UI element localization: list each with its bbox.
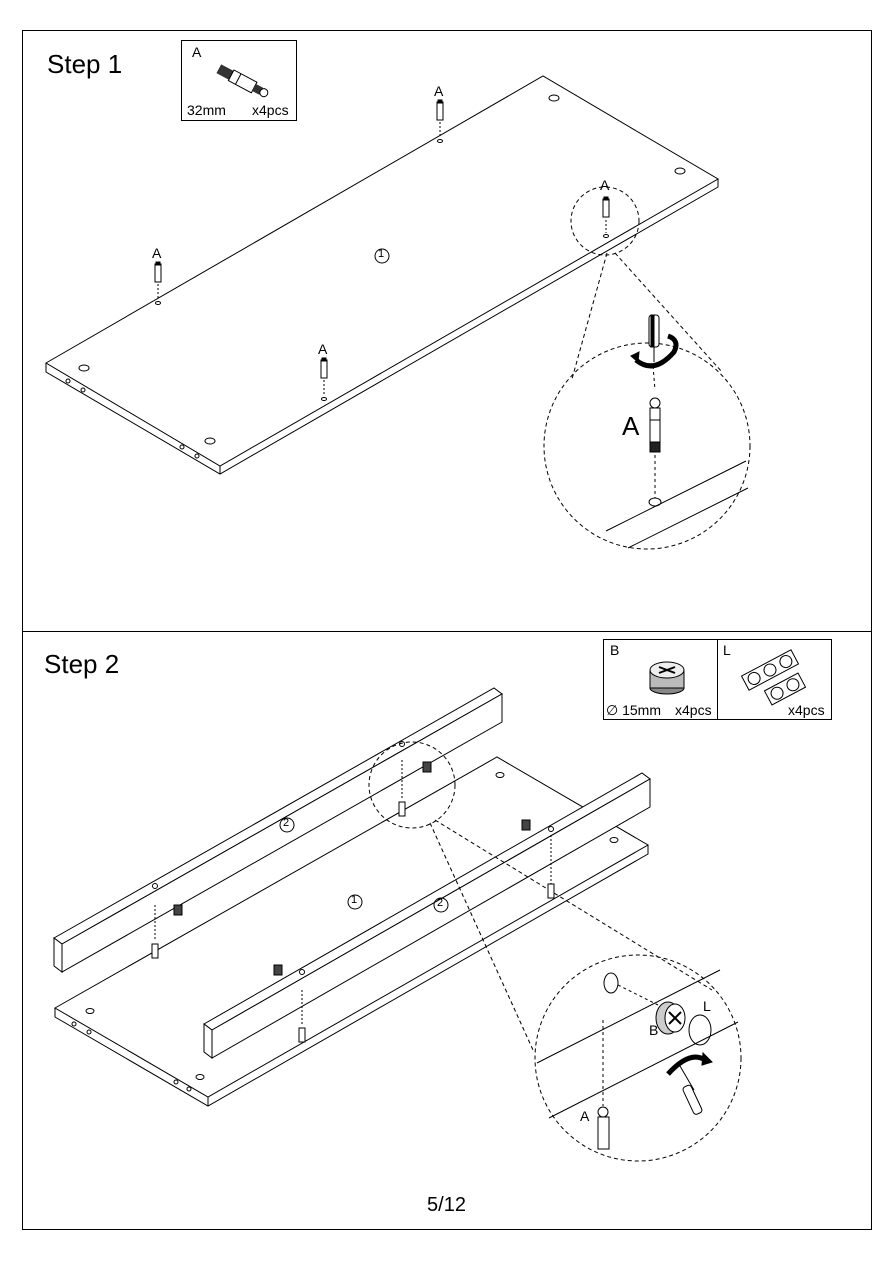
dowel-label: A [434, 83, 444, 99]
cam-bolt-small-icon [154, 99, 610, 379]
cam-lock-small-icon [173, 761, 531, 976]
board-number: 1 [351, 894, 358, 906]
rail-number: 2 [283, 817, 290, 829]
screwdriver-icon [666, 1051, 713, 1115]
step2-title: Step 2 [44, 649, 120, 679]
cam-bolt-detail-icon [649, 397, 661, 453]
rail-number: 2 [437, 897, 444, 909]
cover-cap-sheet-icon [740, 649, 807, 706]
detail-label-b: B [649, 1022, 659, 1038]
cam-bolt-icon [216, 64, 269, 98]
part-l-letter: L [723, 642, 731, 658]
page-frame [22, 30, 872, 1230]
cam-lock-detail-icon [655, 1001, 686, 1035]
board-number: 1 [378, 248, 385, 260]
detail-label-a: A [580, 1108, 590, 1124]
part-b-qty: x4pcs [675, 702, 712, 718]
screwdriver-icon [630, 314, 679, 369]
callout-label: A [600, 177, 610, 193]
dowel-label: A [152, 245, 162, 261]
step1-illustration [45, 75, 751, 550]
part-l-box: L x4pcs [717, 639, 832, 720]
cam-bolt-small-icon [151, 801, 555, 1043]
part-b-letter: B [610, 642, 620, 658]
part-l-qty: x4pcs [788, 702, 825, 718]
step-divider [22, 631, 872, 632]
part-a-size: 32mm [187, 102, 226, 118]
part-a-box: A 32mm x4pcs [181, 40, 297, 121]
detail-label-l: L [703, 998, 711, 1014]
detail-label: A [622, 411, 640, 441]
cam-bolt-detail-icon [597, 1106, 610, 1150]
part-a-qty: x4pcs [252, 102, 289, 118]
cam-lock-icon [649, 661, 685, 695]
part-b-size: ∅ 15mm [606, 702, 661, 718]
part-b-box: B ∅ 15mm x4pcs [603, 639, 718, 720]
step1-title: Step 1 [47, 49, 123, 79]
page-number: 5/12 [427, 1194, 466, 1216]
part-a-letter: A [192, 44, 202, 60]
dowel-label: A [318, 341, 328, 357]
